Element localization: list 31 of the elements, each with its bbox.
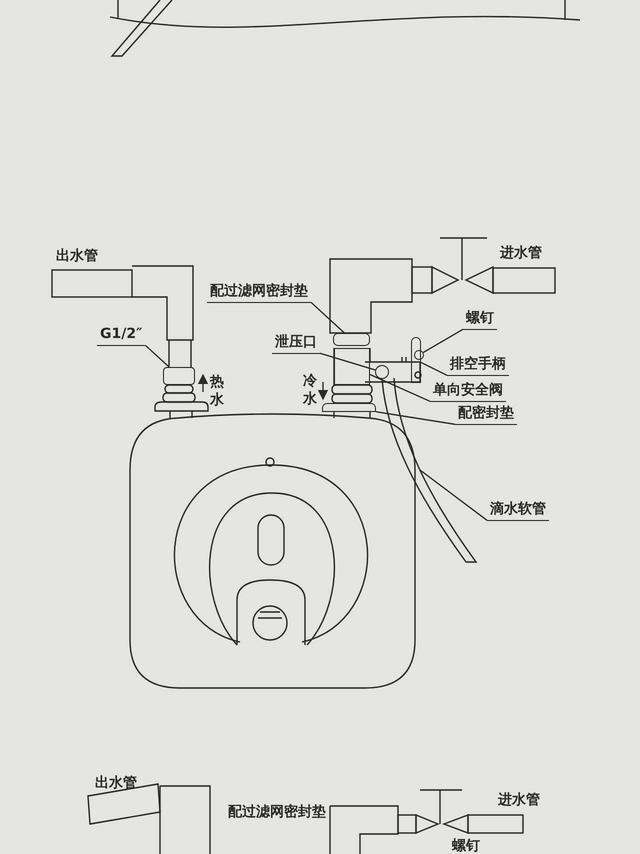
- part-label: 螺钉: [452, 838, 480, 854]
- callout-label: 单向安全阀: [430, 382, 506, 402]
- leader-line: [422, 328, 464, 354]
- callout-label: 滴水软管: [487, 501, 549, 521]
- callout-label: 排空手柄: [447, 356, 509, 376]
- callout-label: 配密封垫: [455, 405, 517, 425]
- part-label: 热水: [210, 373, 224, 409]
- part-outline: [322, 403, 376, 412]
- part-label: 冷水: [303, 372, 317, 408]
- leader-line: [420, 362, 448, 376]
- part-outline: [163, 367, 195, 385]
- leader-line: [310, 302, 345, 334]
- part-circle: [375, 365, 389, 379]
- part-label: 出水管: [95, 775, 137, 792]
- leader-line: [144, 344, 170, 368]
- callout-label: 螺钉: [463, 310, 497, 330]
- part-label: 出水管: [56, 248, 98, 265]
- callout-label: 泄压口: [272, 334, 320, 354]
- part-outline: [411, 337, 421, 383]
- callout-label: 配过滤网密封垫: [207, 283, 311, 303]
- leader-line: [420, 469, 488, 521]
- part-outline: [334, 348, 370, 385]
- part-label: 进水管: [500, 245, 542, 262]
- part-outline: [333, 333, 370, 346]
- part-label: 进水管: [498, 792, 540, 809]
- leader-line: [320, 352, 376, 371]
- part-label: 配过滤网密封垫: [228, 804, 326, 821]
- leader-line: [376, 411, 456, 425]
- leader-line: [370, 374, 430, 402]
- part-circle: [414, 350, 424, 360]
- callout-label: G1/2″: [97, 326, 146, 346]
